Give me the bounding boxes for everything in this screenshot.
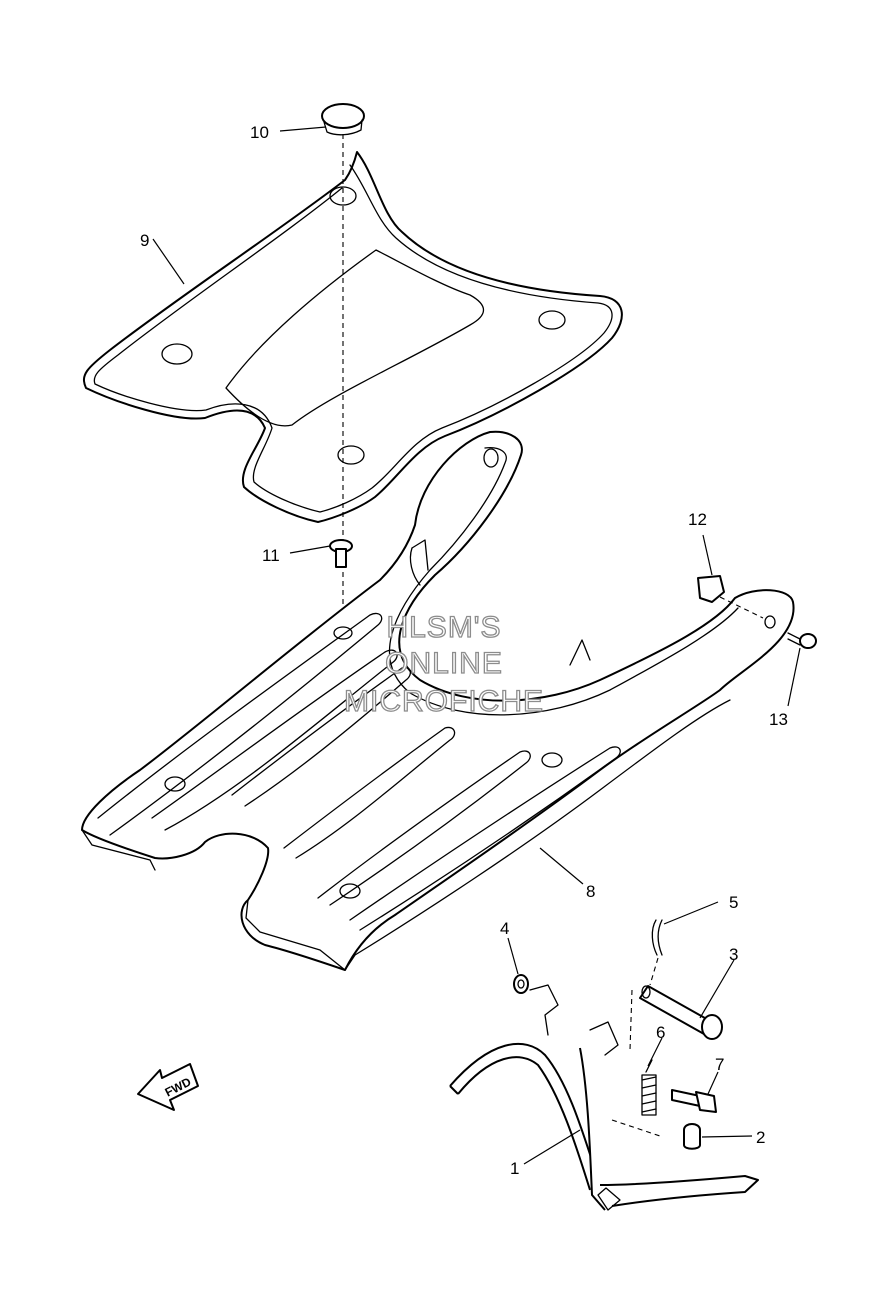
callout-10: 10: [250, 123, 269, 142]
callout-11: 11: [262, 546, 280, 565]
callout-4: 4: [500, 919, 509, 938]
main-stand-part-1: [449, 984, 759, 1211]
callout-8: 8: [586, 882, 595, 901]
screw-part-11: [329, 539, 353, 568]
watermark-line-3: MICROFICHE: [344, 685, 544, 718]
stopper-part-2: [683, 1123, 701, 1150]
callout-7: 7: [715, 1055, 724, 1074]
shaft-part-3: [639, 985, 723, 1040]
cotter-pin-part-5: [651, 919, 663, 956]
washer-part-4: [513, 974, 529, 994]
callout-13: 13: [769, 710, 788, 729]
callout-2: 2: [756, 1128, 765, 1147]
nut-clip-part-12: [697, 575, 725, 603]
bolt-part-7: [671, 1089, 717, 1113]
cap-part-10: [321, 103, 365, 136]
callout-12: 12: [688, 510, 707, 529]
watermark-line-1: HLSM'S: [386, 611, 501, 644]
spring-part-6: [641, 1059, 657, 1116]
fwd-arrow-icon: FWD: [137, 1063, 199, 1111]
callout-3: 3: [729, 945, 738, 964]
footrest-mat-part-9: [82, 151, 623, 523]
callout-9: 9: [140, 231, 149, 250]
watermark-line-2: ONLINE: [385, 647, 503, 680]
callout-1: 1: [510, 1159, 519, 1178]
callout-5: 5: [729, 893, 738, 912]
callout-6: 6: [656, 1023, 665, 1042]
screw-part-13: [787, 632, 817, 649]
floor-panel-part-8: [81, 430, 795, 971]
